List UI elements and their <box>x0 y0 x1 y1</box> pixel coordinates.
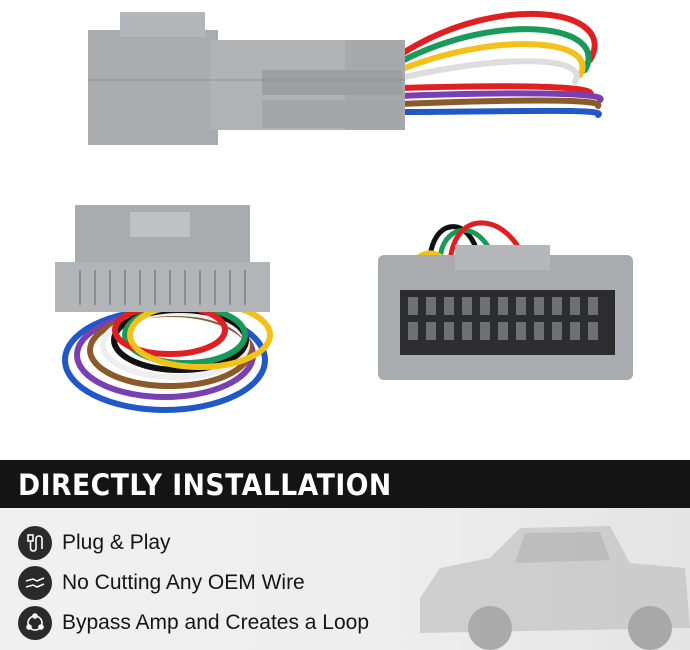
loop-icon <box>18 606 52 640</box>
feature-label: No Cutting Any OEM Wire <box>62 571 305 594</box>
feature-label: Plug & Play <box>62 531 171 554</box>
feature-item: Bypass Amp and Creates a Loop <box>18 606 369 640</box>
feature-item: No Cutting Any OEM Wire <box>18 566 305 600</box>
top-connector-pair <box>88 10 604 145</box>
feature-item: Plug & Play <box>18 526 171 560</box>
section-banner: DIRECTLY INSTALLATION <box>0 460 690 508</box>
feature-label: Bypass Amp and Creates a Loop <box>62 611 370 634</box>
wire-no-cut-icon <box>18 566 52 600</box>
feature-list: Plug & Play No Cutting Any OEM Wire Bypa… <box>0 508 690 650</box>
bottom-left-connector <box>55 205 273 413</box>
wiring-harness-product-image <box>55 10 633 413</box>
banner-title: DIRECTLY INSTALLATION <box>18 468 392 502</box>
bottom-right-connector <box>378 220 633 380</box>
pickup-truck-background-image <box>420 526 690 650</box>
plug-icon <box>18 526 52 560</box>
